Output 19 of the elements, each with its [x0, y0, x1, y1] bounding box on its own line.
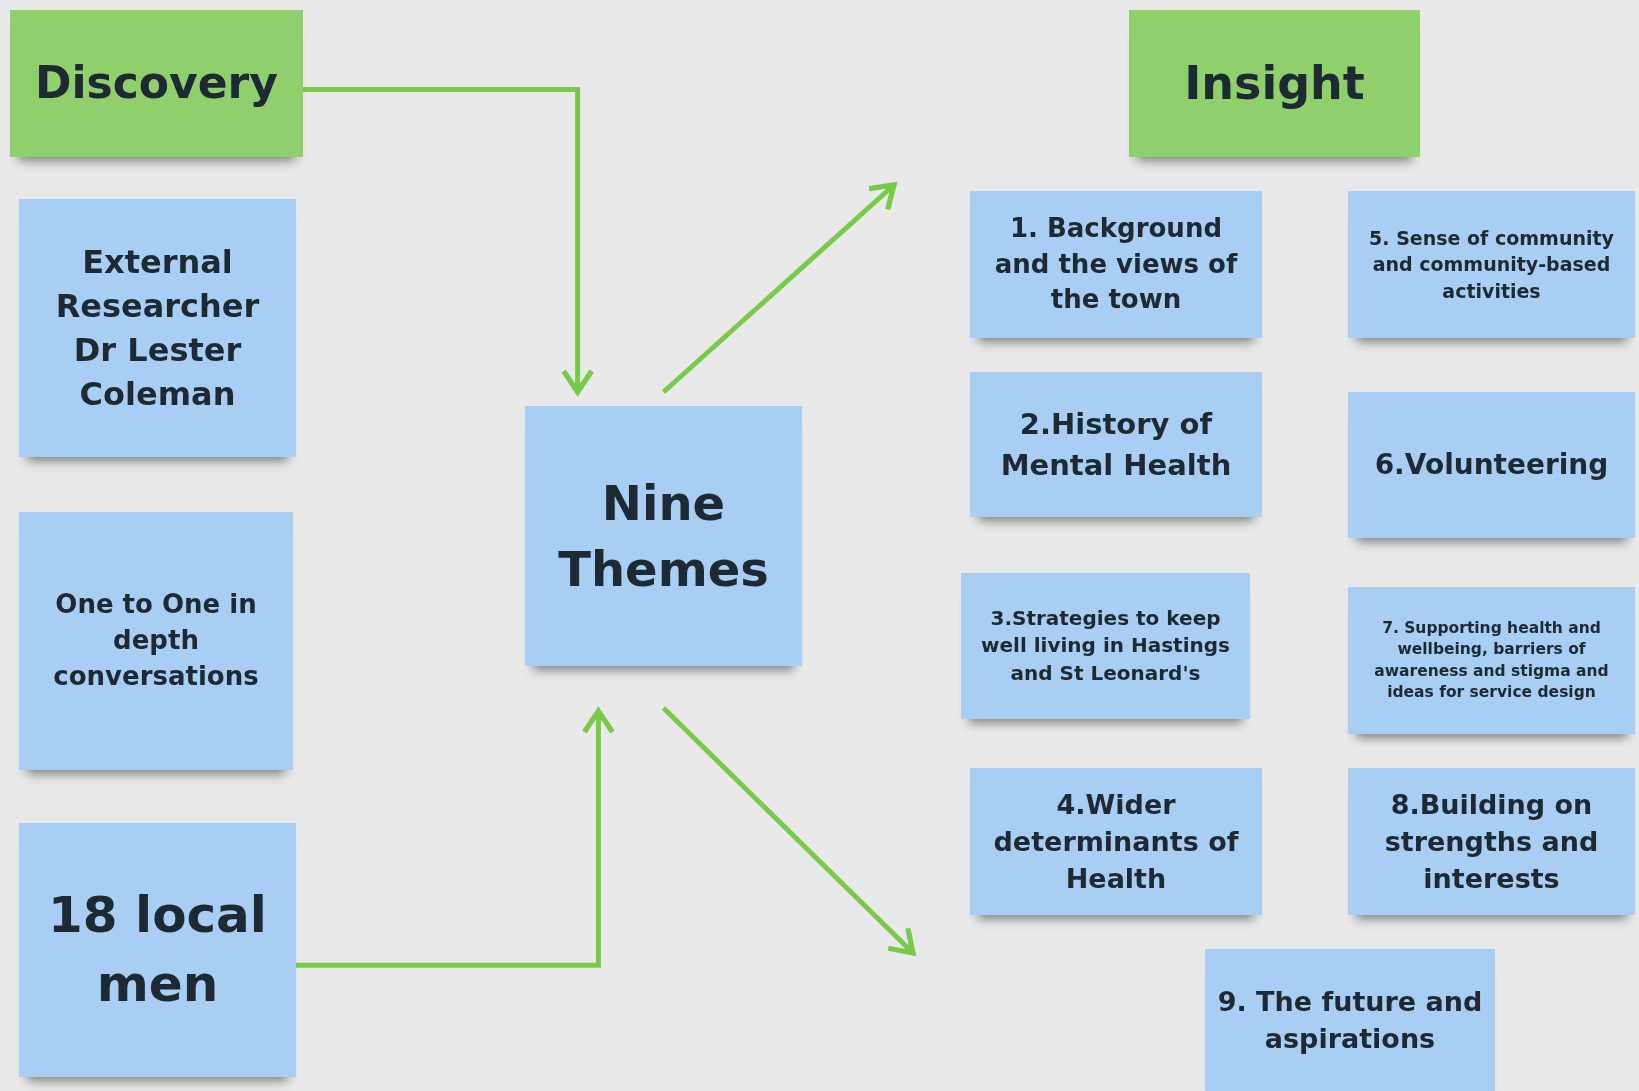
- sticky-note: 7. Supporting health and wellbeing, barriers of awareness and stigma and ideas for service design: [1348, 587, 1635, 734]
- sticky-note: External Researcher Dr Lester Coleman: [19, 199, 296, 457]
- sticky-note: 5. Sense of community and community-based activities: [1348, 191, 1635, 338]
- sticky-note: 18 local men: [19, 823, 296, 1077]
- sticky-note: 8.Building on strengths and interests: [1348, 768, 1635, 915]
- arrow: [661, 706, 916, 956]
- sticky-note: 9. The future and aspirations: [1205, 949, 1495, 1091]
- sticky-note: Nine Themes: [525, 406, 802, 666]
- arrow: [296, 708, 616, 968]
- sticky-note: 1. Background and the views of the town: [970, 191, 1262, 338]
- stage-heading-note: Insight: [1129, 10, 1420, 157]
- sticky-note: 6.Volunteering: [1348, 392, 1635, 538]
- arrow: [661, 182, 897, 394]
- sticky-note: 2.History of Mental Health: [970, 372, 1262, 517]
- sticky-note: 3.Strategies to keep well living in Hastings and St Leonard's: [961, 573, 1250, 719]
- stage-heading-note: Discovery: [10, 10, 303, 157]
- sticky-note: 4.Wider determinants of Health: [970, 768, 1262, 915]
- arrow: [303, 86, 595, 395]
- sticky-note: One to One in depth conversations: [19, 512, 293, 770]
